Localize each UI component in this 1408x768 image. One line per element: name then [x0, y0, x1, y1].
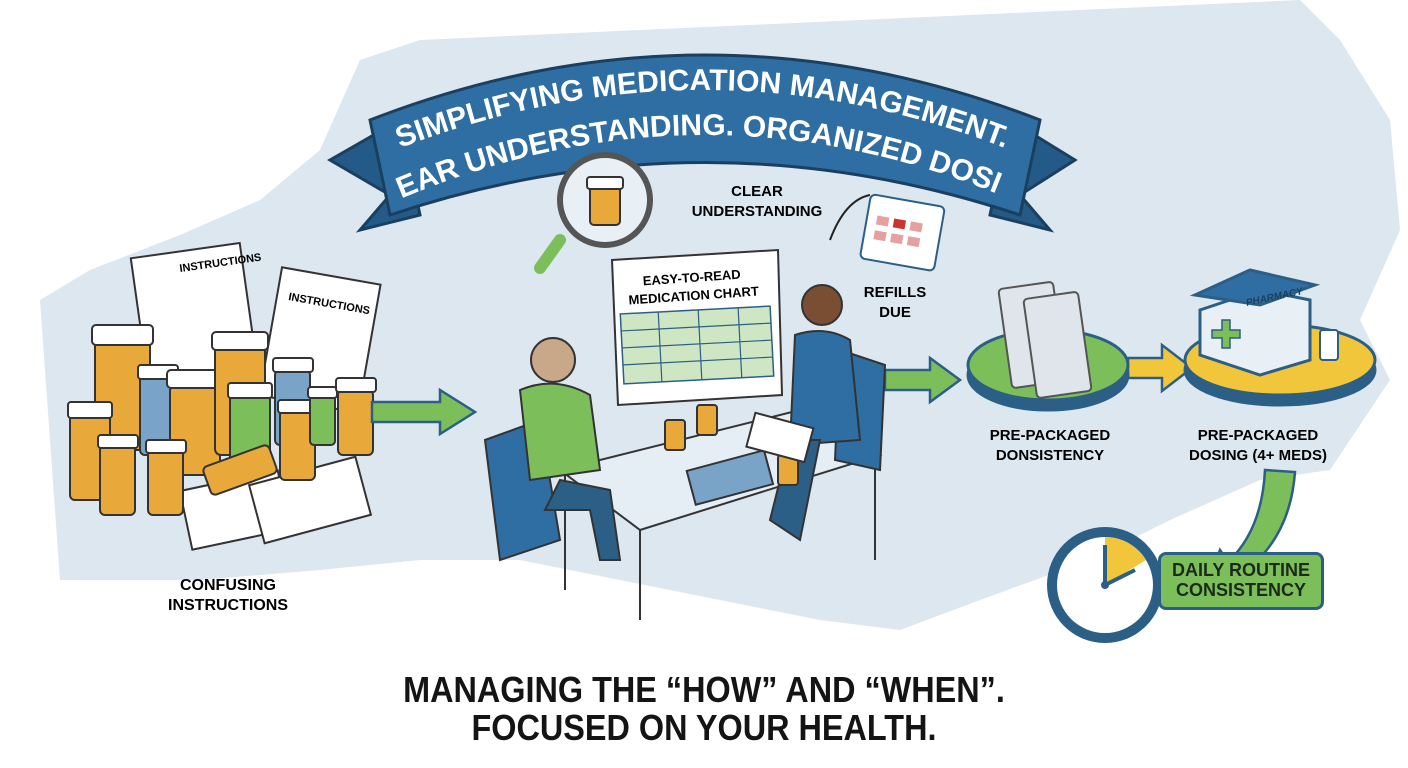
- caption-instructions: INSTRUCTIONS: [168, 597, 288, 614]
- chart-title-line-1: EASY-TO-READ: [642, 267, 741, 289]
- clock-icon: [1047, 527, 1163, 643]
- footer-line-1: MANAGING THE “HOW” AND “WHEN”.: [403, 669, 1005, 710]
- banner-ribbon: [327, 53, 1078, 233]
- label-understanding: UNDERSTANDING: [692, 203, 823, 220]
- pill-bottles: [67, 324, 377, 516]
- label-refills: REFILLS: [864, 284, 927, 301]
- label-clear: CLEAR: [731, 183, 783, 200]
- arrow-right-icon: [1126, 342, 1195, 394]
- label-donsistency: DONSISTENCY: [996, 447, 1104, 464]
- magnifier-icon: [534, 152, 653, 274]
- arrow-right-icon: [883, 355, 963, 405]
- daily-routine-consistency-box: DAILY ROUTINE CONSISTENCY: [1158, 552, 1324, 610]
- label-pre-packaged-1: PRE-PACKAGED: [990, 427, 1111, 444]
- routine-line-2: CONSISTENCY: [1175, 580, 1307, 600]
- caption-confusing: CONFUSING: [180, 577, 276, 594]
- blister-pack-platform: [966, 281, 1130, 412]
- medication-chart: [610, 248, 784, 407]
- arrow-right-icon: [370, 387, 478, 437]
- routine-line-1: DAILY ROUTINE: [1171, 560, 1311, 581]
- arrow-icon: [829, 194, 871, 241]
- consultation-scene: [483, 284, 887, 620]
- label-dosing-4-meds: DOSING (4+ MEDS): [1189, 447, 1327, 464]
- calendar-icon: [859, 193, 946, 272]
- label-pre-packaged-2: PRE-PACKAGED: [1198, 427, 1319, 444]
- label-due: DUE: [879, 304, 911, 321]
- pharmacy-building-icon: [1183, 268, 1377, 407]
- footer-line-2: FOCUSED ON YOUR HEALTH.: [471, 707, 937, 748]
